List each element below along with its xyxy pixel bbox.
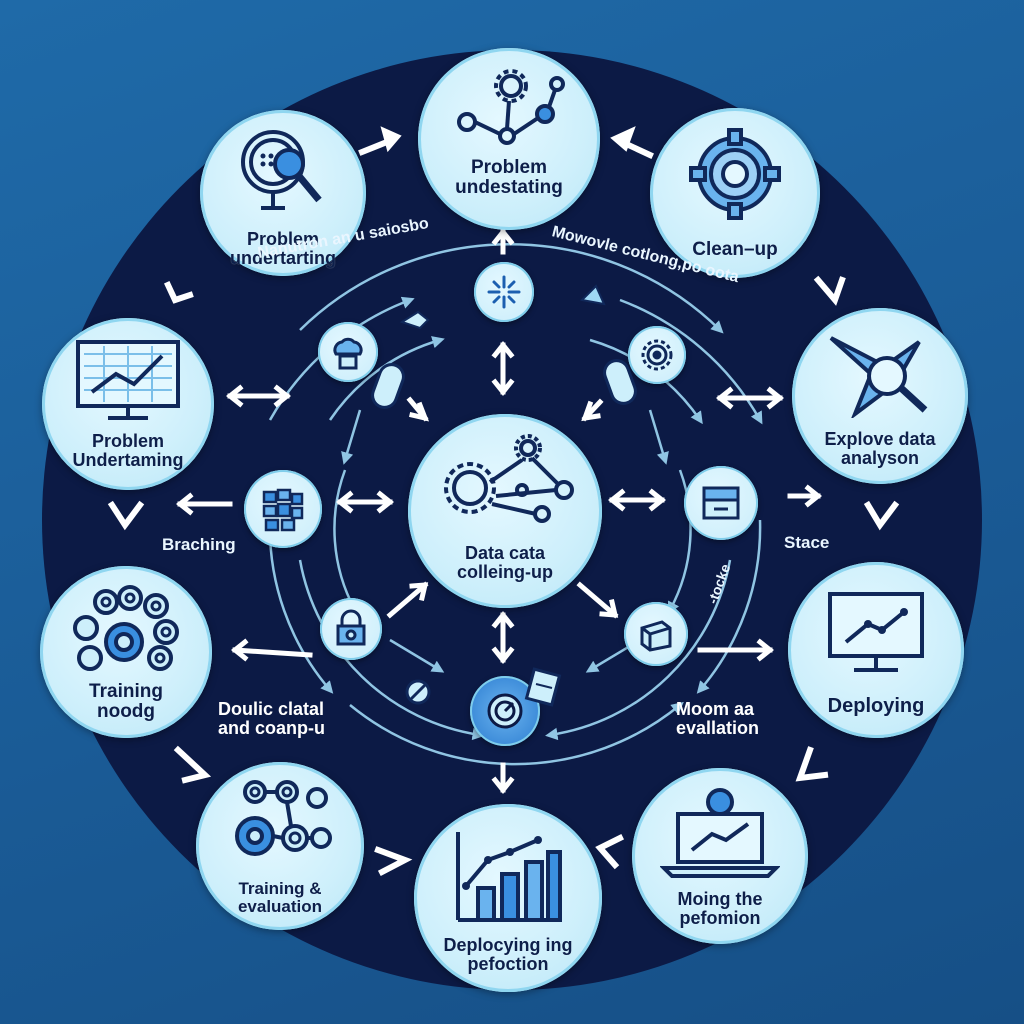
node-center-line2: colleing-up <box>457 561 553 582</box>
node-left-upper-line1: Problem <box>91 431 164 451</box>
lock-gear-icon <box>336 609 366 646</box>
monitor-line-chart-icon <box>828 592 924 672</box>
node-bottom-left-label: Training & evaluation <box>238 880 322 916</box>
neural-network-icon <box>73 585 179 671</box>
node-left-upper-line2: Undertaming <box>72 449 184 470</box>
package-icon <box>640 620 672 652</box>
node-top-label: Problem undestating <box>455 158 563 198</box>
node-bottom-right-label: Moing the pefomion <box>678 890 763 928</box>
hub-bottom[interactable] <box>470 676 540 746</box>
data-gears-icon <box>444 434 574 523</box>
node-top[interactable]: Problem undestating <box>418 48 600 230</box>
laptop-monitoring-icon <box>660 788 780 878</box>
caption-right-mid: Stace <box>784 533 830 552</box>
node-right-lower[interactable]: Deploying <box>788 562 964 738</box>
hub-upper-left[interactable] <box>318 322 378 382</box>
node-bottom-left[interactable]: Training & evaluation <box>196 762 364 930</box>
node-center-label: Data cata colleing-up <box>457 544 553 582</box>
caption-lower-left: Doulic clatal and coanp-u <box>218 700 325 738</box>
node-left-lower-line2: noodg <box>96 700 156 722</box>
data-blocks-icon <box>262 488 304 532</box>
hub-lower-right[interactable] <box>624 602 688 666</box>
bar-chart-icon <box>456 832 562 922</box>
node-left-upper-label: Problem Undertaming <box>72 432 183 470</box>
hub-left[interactable] <box>244 470 322 548</box>
node-top-right-label: Clean–up <box>692 240 778 260</box>
hub-top[interactable] <box>474 262 534 322</box>
hub-right[interactable] <box>684 466 758 540</box>
node-bottom-left-line1: Training & <box>238 879 322 898</box>
target-gear-icon <box>487 693 523 729</box>
node-right-upper-line1: Explove data <box>824 429 936 449</box>
node-bottom[interactable]: Deplocying ing pefoction <box>414 804 602 992</box>
magnifier-search-icon <box>241 130 322 210</box>
node-bottom-line2: pefoction <box>467 953 549 974</box>
node-top-left[interactable]: Problem undertarting <box>200 110 366 276</box>
storage-box-icon <box>702 486 740 520</box>
monitor-chart-icon <box>76 340 180 420</box>
caption-lower-right: Moom aa evallation <box>676 700 759 738</box>
node-left-upper[interactable]: Problem Undertaming <box>42 318 214 490</box>
gear-network-icon <box>457 69 565 145</box>
gear-icon <box>689 128 781 220</box>
node-right-upper[interactable]: Explove data analyson <box>792 308 968 484</box>
caption-left-mid: Braching <box>162 535 236 554</box>
node-top-line2: undestating <box>455 176 563 198</box>
hub-lower-left[interactable] <box>320 598 382 660</box>
node-top-left-label: Problem undertarting <box>230 230 336 268</box>
node-bottom-right[interactable]: Moing the pefomion <box>632 768 808 944</box>
node-center-line1: Data cata <box>464 543 546 563</box>
node-bottom-line1: Deplocying ing <box>443 935 573 955</box>
node-left-lower-label: Training noodg <box>89 682 163 722</box>
hub-upper-right[interactable] <box>628 326 686 384</box>
brain-cloud-icon <box>333 337 363 370</box>
node-bottom-right-line2: pefomion <box>679 907 761 928</box>
node-right-lower-line1: Deploying <box>827 695 925 717</box>
caption-lower-left-line1: Doulic clatal <box>218 699 325 719</box>
sparkle-icon <box>487 275 521 309</box>
node-bottom-left-line2: evaluation <box>237 896 323 916</box>
caption-lower-right-line1: Moom aa <box>676 699 755 719</box>
node-bottom-right-line1: Moing the <box>677 889 763 909</box>
flow-arrows <box>107 126 900 877</box>
node-right-upper-line2: analyson <box>840 447 919 468</box>
node-left-lower[interactable]: Training noodg <box>40 566 212 738</box>
node-center[interactable]: Data cata colleing-up <box>408 414 602 608</box>
node-top-line1: Problem <box>470 157 547 178</box>
training-network-icon <box>235 780 332 856</box>
node-top-right[interactable]: Clean–up <box>650 108 820 278</box>
caption-lower-right-line2: evallation <box>676 717 760 738</box>
caption-lower-left-line2: and coanp-u <box>218 717 325 738</box>
node-right-lower-label: Deploying <box>828 696 925 717</box>
node-top-left-line2: undertarting <box>230 247 336 268</box>
node-top-left-line1: Problem <box>246 229 320 249</box>
explore-magnifier-icon <box>829 336 928 418</box>
node-bottom-label: Deplocying ing pefoction <box>443 936 572 974</box>
node-left-lower-line1: Training <box>89 681 163 702</box>
node-top-right-line1: Clean–up <box>692 239 778 260</box>
small-gear-icon <box>641 339 673 371</box>
node-right-upper-label: Explove data analyson <box>824 430 935 468</box>
